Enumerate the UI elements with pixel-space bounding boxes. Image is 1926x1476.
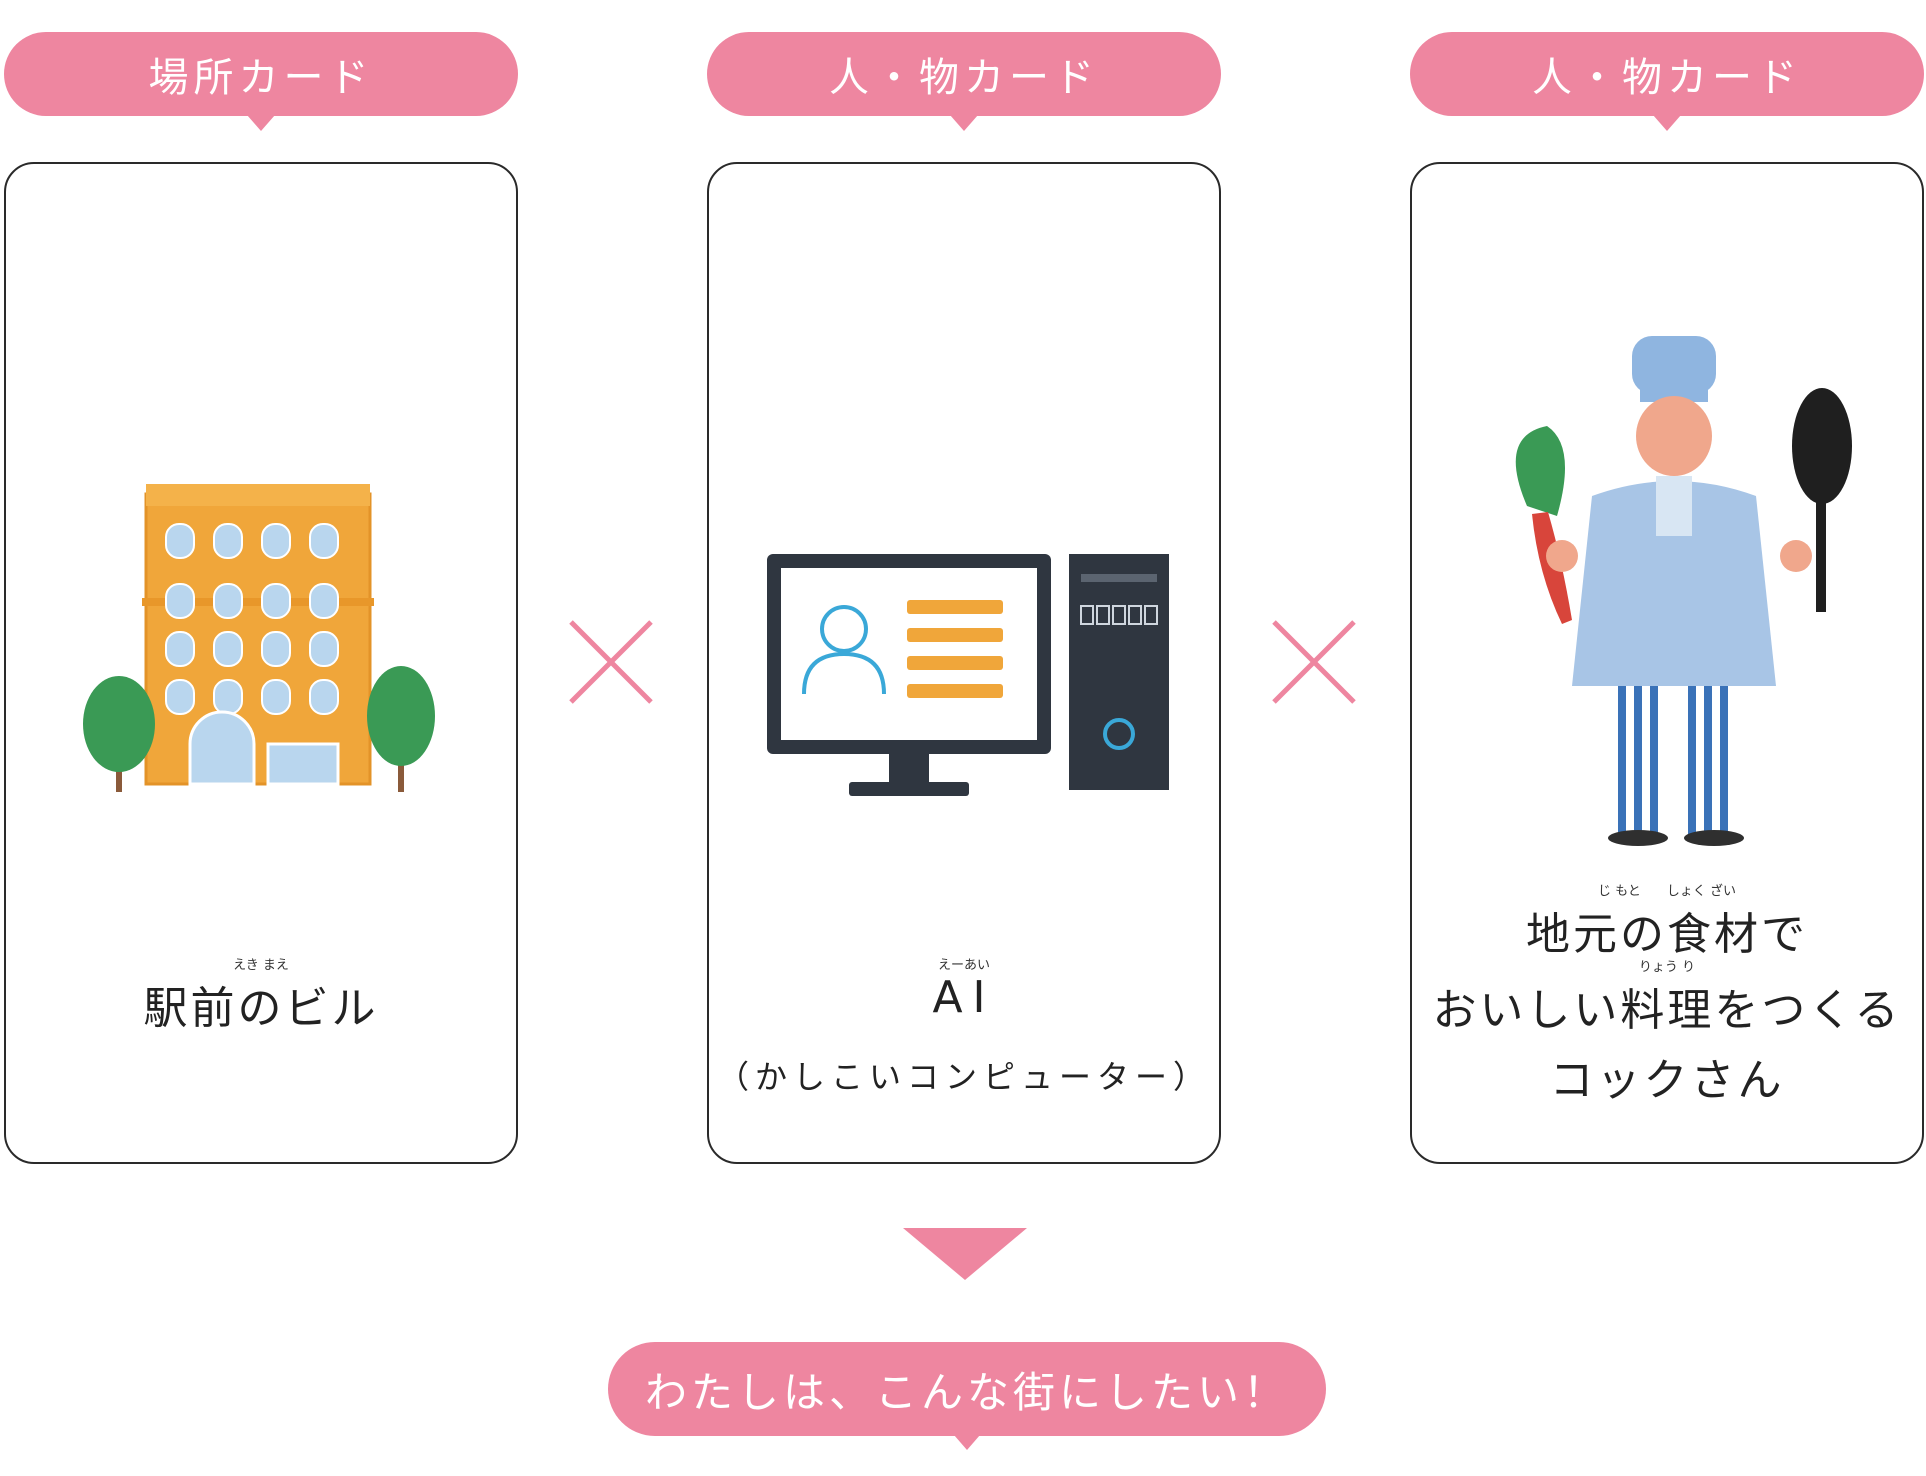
chef-illustration [1515,336,1852,846]
computer-illustration [767,554,1169,796]
card-sub-text: （かしこいコンピューター） [716,1058,1211,1096]
card-type-label-text: 場所カード [148,55,374,101]
card-type-label-person-thing-1: 人・物カード [707,32,1221,131]
result-label-text: わたしは、こんな街にしたい！ [644,1367,1289,1417]
card-type-label-person-thing-2: 人・物カード [1410,32,1924,131]
card-type-label-text: 人・物カード [1532,55,1802,101]
card-main-text: AI [932,972,996,1023]
station-building-illustration [83,484,435,792]
card-text-line-2: おいしい料理をつくる [1432,985,1902,1036]
card-text-line-3: コックさん [1549,1055,1785,1106]
card-main-text: 駅前のビル [143,983,379,1034]
result-label: わたしは、こんな街にしたい！ [608,1342,1326,1450]
down-arrow-icon [903,1228,1027,1280]
person-thing-card-ai: えーあい AI （かしこいコンピューター） [707,162,1221,1164]
card-text-line-1: 地元の食材で [1526,909,1808,960]
person-thing-card-chef: じ もと しょく ざい 地元の食材で りょう り おいしい料理をつくる コックさ… [1410,162,1924,1164]
ruby-annotation: えき まえ [233,958,289,973]
place-card: えき まえ 駅前のビル [4,162,518,1164]
ruby-annotation: えーあい [937,958,990,973]
ruby-annotation: りょう り [1638,960,1696,975]
card-type-label-text: 人・物カード [829,55,1099,101]
multiply-icon [1272,620,1356,704]
card-type-label-place: 場所カード [4,32,518,131]
ruby-annotation: じ もと しょく ざい [1597,884,1736,899]
multiply-icon [569,620,653,704]
